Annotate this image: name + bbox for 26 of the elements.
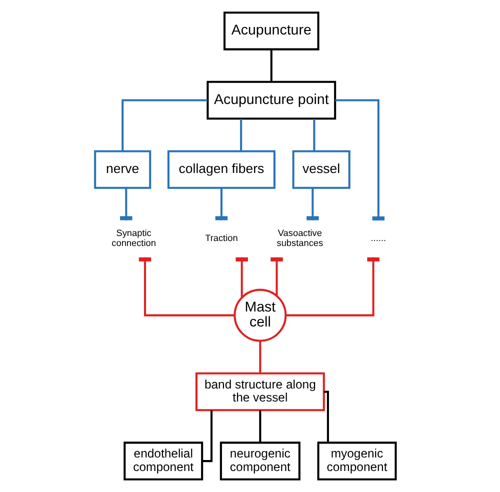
node-box: nerve <box>94 150 151 189</box>
node-box: myogenic component <box>316 442 396 480</box>
connector <box>240 118 242 151</box>
node-box: collagen fibers <box>166 150 275 189</box>
node-text: ...... <box>370 233 386 244</box>
node-text: Vasoactive substances <box>276 228 323 248</box>
node-box: endothelial component <box>123 442 203 480</box>
node-box: Acupuncture <box>222 12 319 50</box>
connector <box>306 188 318 220</box>
node-box: Acupuncture point <box>206 80 336 120</box>
connector <box>258 341 261 374</box>
connector <box>202 410 212 462</box>
node-text: Traction <box>204 233 238 244</box>
connector <box>258 410 261 442</box>
connector <box>270 50 272 82</box>
connector <box>121 99 207 151</box>
connector <box>312 118 315 151</box>
node-box: vessel <box>292 150 350 189</box>
node-box: band structure along the vessel <box>194 372 324 412</box>
node-circle: Mast cell <box>233 288 286 342</box>
connector <box>285 257 379 316</box>
connector <box>120 188 132 220</box>
node-text: Synaptic connection <box>111 228 156 248</box>
connector <box>235 257 248 298</box>
node-box: neurogenic component <box>219 442 300 480</box>
connector <box>323 390 328 442</box>
